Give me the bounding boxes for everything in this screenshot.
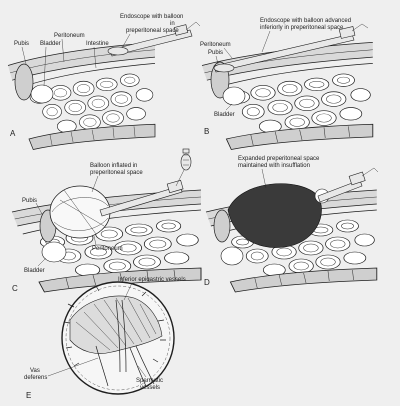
label-spermatic-2: vessels (140, 385, 160, 391)
bladder-organ (41, 241, 67, 263)
label-endoscope-2: inferiorly in preperitoneal space (260, 25, 344, 31)
panel-letter-c: C (12, 284, 18, 293)
label-bladder: Bladder (214, 112, 235, 118)
label-space-2: maintained with insufflation (238, 163, 310, 169)
label-vas-1: Vas (30, 368, 40, 374)
label-space-1: Expanded preperitoneal space (238, 156, 320, 162)
pubis-bone (14, 63, 34, 101)
label-endoscope-1: Endoscope with balloon advanced (260, 18, 351, 24)
panel-e: Inferior epigastric vessels Vas deferens… (24, 277, 186, 400)
label-spermatic-1: Spermatic (136, 378, 163, 384)
label-endoscope-3: preperitoneal space (126, 28, 179, 34)
bladder-organ (222, 86, 246, 106)
spermatic-vessels (129, 347, 147, 387)
label-peritoneum: Peritoneum (54, 33, 85, 39)
panel-letter-d: D (204, 278, 210, 287)
panel-letter-a: A (10, 129, 16, 138)
inflation-bulb (180, 153, 192, 171)
bladder-organ (220, 246, 244, 266)
vas-deferens (95, 345, 109, 387)
panel-letter-e: E (26, 391, 31, 400)
label-pubis: Pubis (22, 198, 37, 204)
label-epigastric: Inferior epigastric vessels (118, 277, 186, 283)
label-balloon-1: Balloon inflated in (90, 163, 137, 169)
endoscope (99, 185, 183, 217)
panel-a: Pubis Bladder Peritoneum Intestine Endos… (7, 14, 201, 150)
label-peritoneum: Peritoneum (92, 246, 123, 252)
endoscope (317, 179, 363, 203)
panel-d: Expanded preperitoneal space maintained … (204, 156, 379, 293)
expanded-preperitoneal-space (227, 183, 322, 248)
epigastric-vessels (115, 299, 121, 373)
label-endoscope-1: Endoscope with balloon (120, 14, 183, 20)
label-pubis: Pubis (208, 50, 223, 56)
label-bladder: Bladder (40, 41, 61, 47)
label-peritoneum: Peritoneum (200, 42, 231, 48)
panel-c: Balloon inflated in preperitoneal space … (11, 148, 202, 293)
bladder-organ (30, 84, 54, 104)
panel-letter-b: B (204, 127, 209, 136)
label-endoscope-2: in (170, 21, 175, 27)
label-balloon-2: preperitoneal space (90, 170, 143, 176)
label-vas-2: deferens (24, 375, 47, 381)
label-bladder: Bladder (24, 268, 45, 274)
dissected-tissue (69, 295, 163, 354)
panel-b: Endoscope with balloon advanced inferior… (200, 18, 374, 150)
label-pubis: Pubis (14, 41, 29, 47)
label-intestine: Intestine (86, 41, 109, 47)
pubis-bone (213, 209, 231, 243)
